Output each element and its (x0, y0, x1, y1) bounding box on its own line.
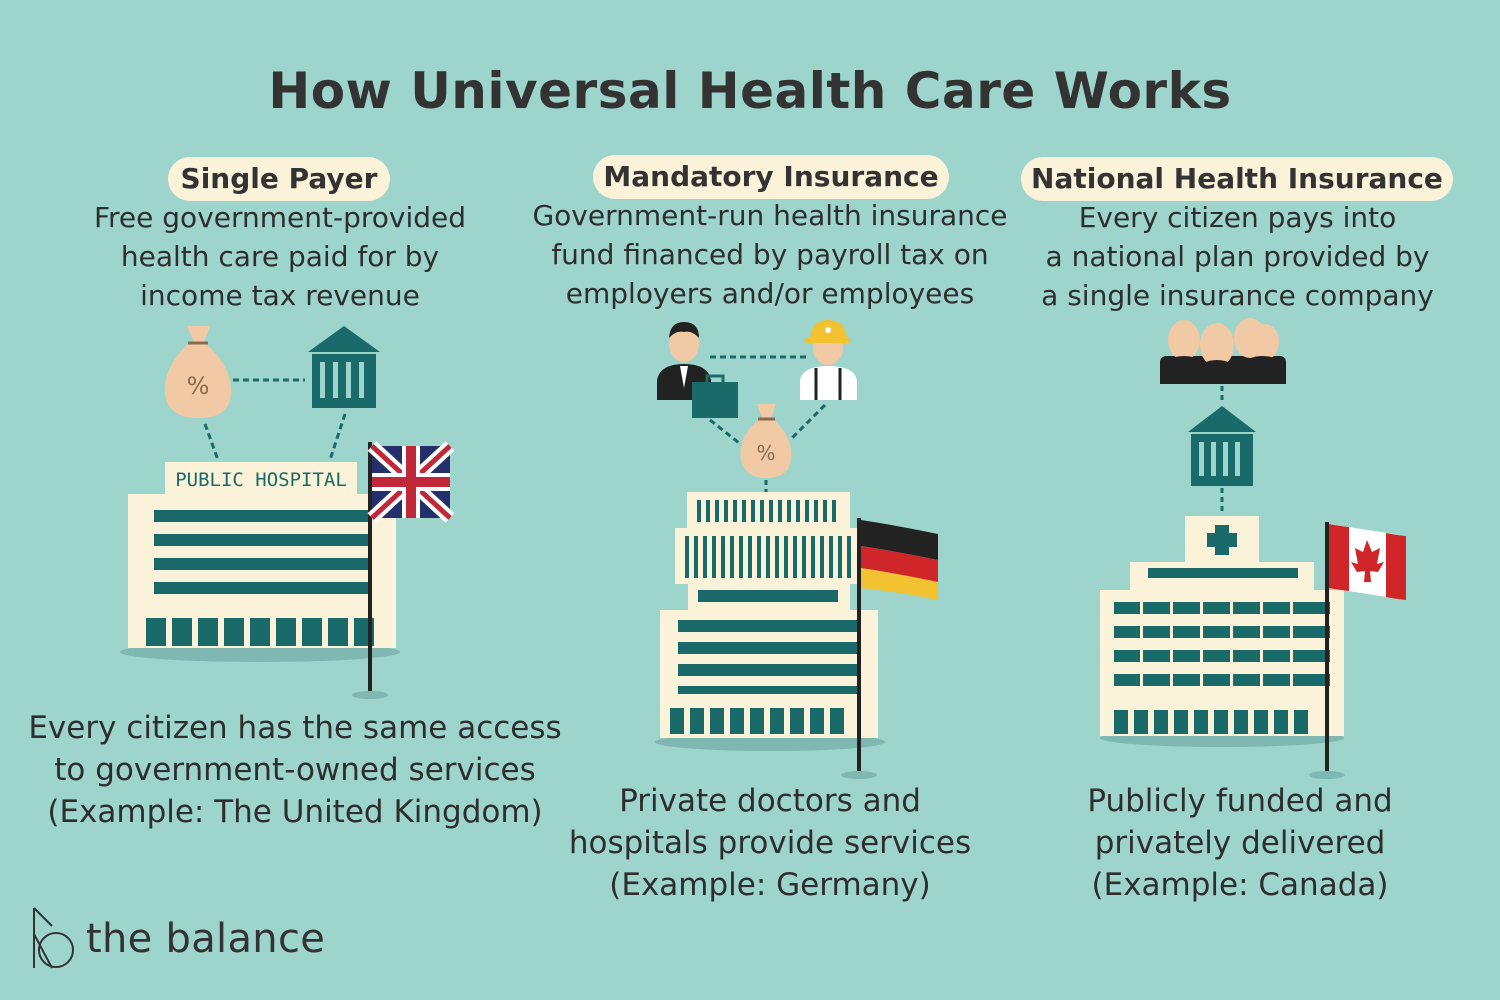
businessman-icon (657, 322, 738, 418)
heading-mandatory-insurance: Mandatory Insurance (593, 155, 949, 199)
uk-flag-icon (352, 441, 455, 699)
money-bag-icon: % (164, 326, 231, 418)
government-building-icon (308, 326, 380, 408)
description-line: fund financed by payroll tax on (551, 238, 989, 271)
government-building-icon (1188, 406, 1256, 486)
svg-text:%: % (756, 441, 775, 465)
svg-text:%: % (187, 372, 210, 400)
outcome-line: hospitals provide services (568, 825, 972, 861)
brand-name: the balance (86, 916, 326, 962)
description-single-payer: Free government-provided health care pai… (60, 198, 500, 315)
heading-national-health-insurance: National Health Insurance (1021, 157, 1453, 201)
heading-single-payer: Single Payer (168, 157, 390, 201)
outcome-line: Publicly funded and (1087, 783, 1393, 819)
canada-flag-icon (1309, 522, 1406, 779)
description-line: Every citizen pays into (1078, 201, 1397, 234)
description-line: a single insurance company (1041, 279, 1434, 312)
page-title: How Universal Health Care Works (268, 62, 1232, 120)
outcome-line: (Example: Canada) (1091, 867, 1389, 903)
outcome-single-payer: Every citizen has the same access to gov… (20, 707, 570, 833)
private-hospital-building (655, 492, 885, 751)
outcome-line: (Example: Germany) (609, 867, 931, 903)
description-line: income tax revenue (140, 279, 420, 312)
description-line: Government-run health insurance (532, 199, 1008, 232)
worker-icon (800, 320, 857, 400)
medical-cross-icon (1207, 525, 1237, 555)
description-line: employers and/or employees (565, 277, 975, 310)
description-national-health-insurance: Every citizen pays into a national plan … (1010, 198, 1465, 315)
outcome-mandatory-insurance: Private doctors and hospitals provide se… (540, 780, 1000, 906)
description-mandatory-insurance: Government-run health insurance fund fin… (510, 196, 1030, 313)
money-bag-icon: % (740, 404, 792, 478)
public-hospital-sign: PUBLIC HOSPITAL (175, 469, 347, 491)
outcome-national-health-insurance: Publicly funded and privately delivered … (1020, 780, 1460, 906)
outcome-line: (Example: The United Kingdom) (47, 794, 543, 830)
outcome-line: Private doctors and (619, 783, 921, 819)
outcome-line: Every citizen has the same access (28, 710, 562, 746)
outcome-line: privately delivered (1094, 825, 1386, 861)
description-line: Free government-provided (93, 201, 467, 234)
description-line: health care paid for by (120, 240, 440, 273)
brand-logo-icon (33, 907, 74, 969)
clinic-building (1100, 516, 1344, 747)
description-line: a national plan provided by (1045, 240, 1430, 273)
people-group-icon (1160, 318, 1286, 384)
outcome-line: to government-owned services (54, 752, 536, 788)
germany-flag-icon (841, 518, 938, 779)
public-hospital-building: PUBLIC HOSPITAL (120, 462, 400, 662)
